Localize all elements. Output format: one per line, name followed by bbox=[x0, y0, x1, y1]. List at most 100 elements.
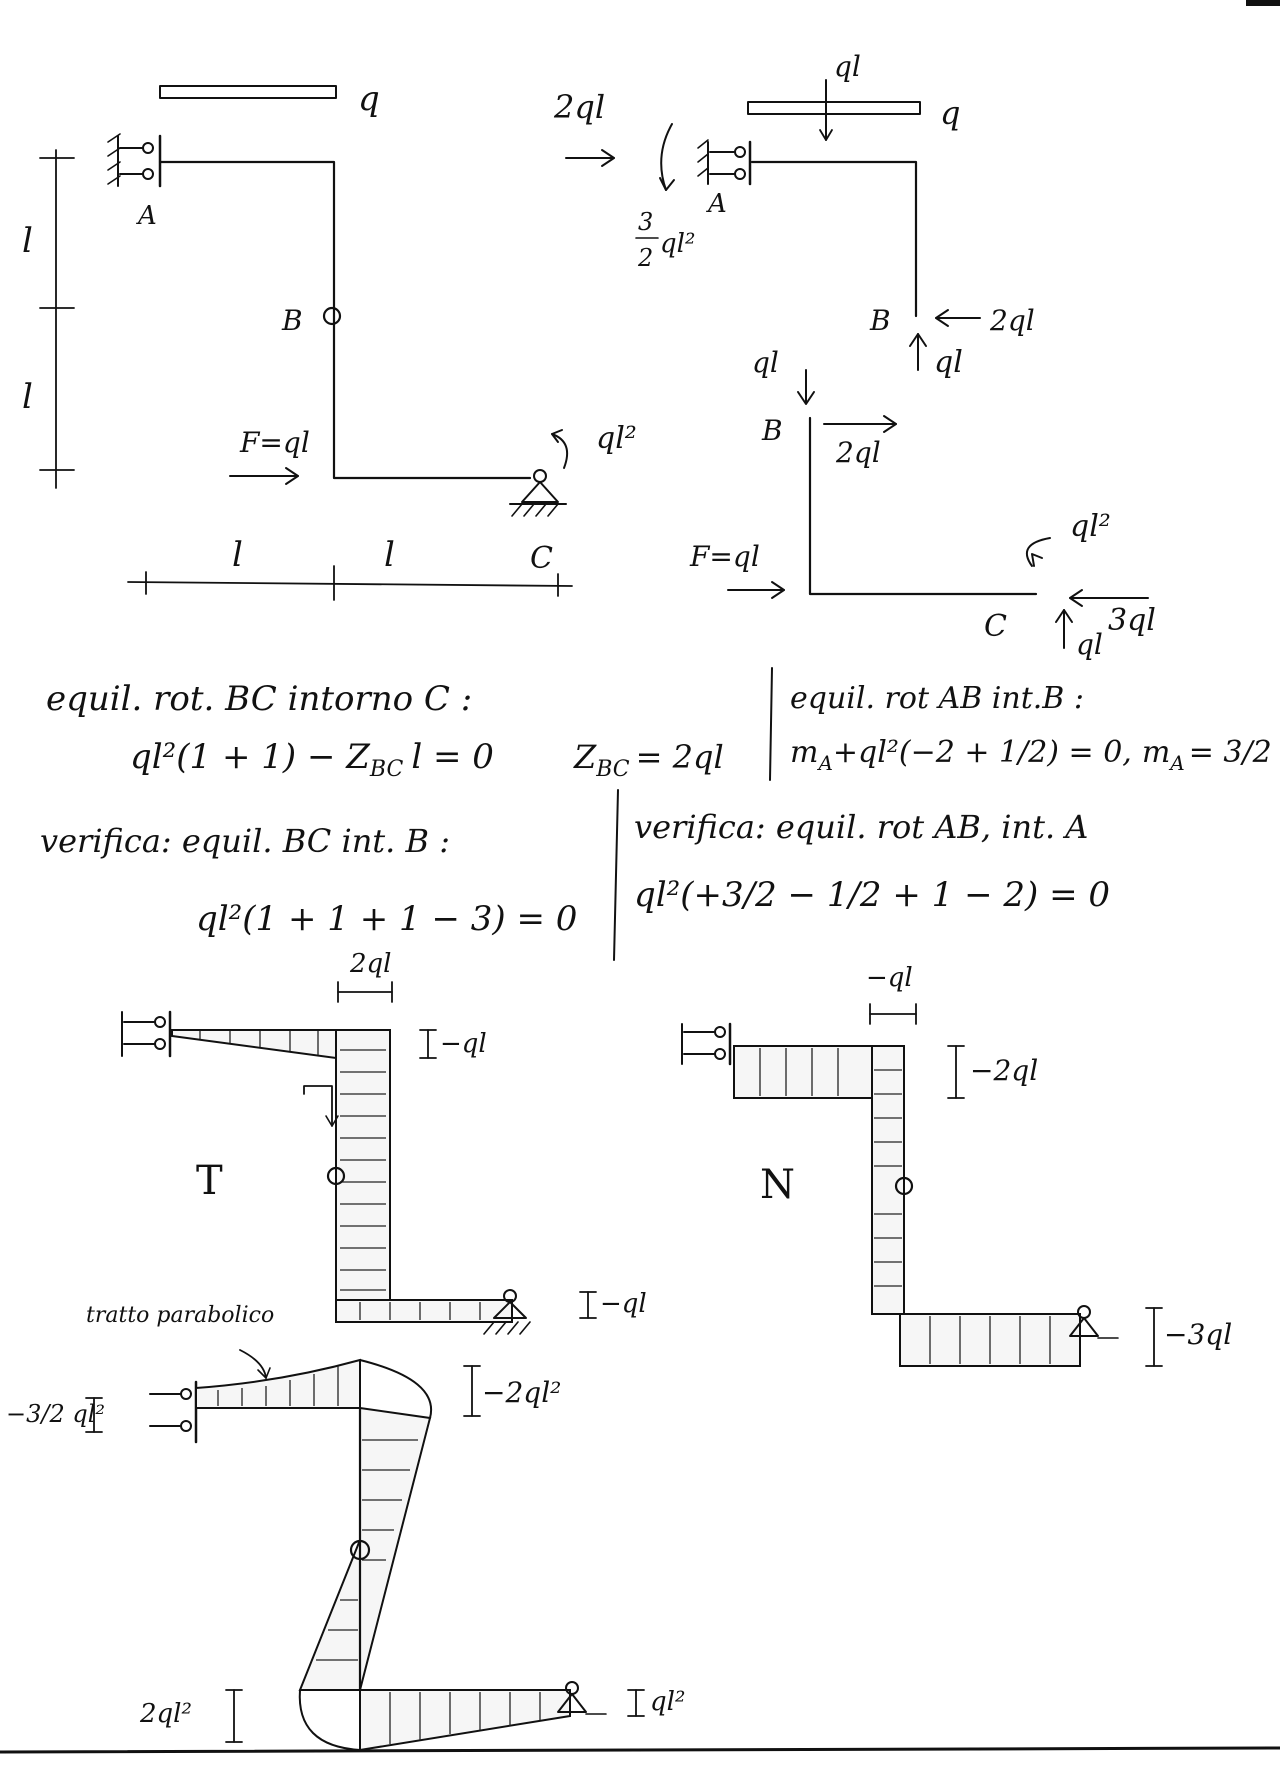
M-support-C bbox=[557, 1681, 607, 1715]
label-C: C bbox=[530, 541, 553, 576]
N-label-top: −2ql bbox=[970, 1054, 1038, 1087]
structure-left: q A B C ql² F=ql bbox=[22, 79, 637, 601]
T-label-bottom: −ql bbox=[600, 1289, 647, 1319]
eq4-body: ql²(+3/2 − 1/2 + 1 − 2) = 0 bbox=[634, 875, 1110, 915]
N-hinge bbox=[894, 1176, 914, 1196]
free-body-AB: 2ql 3 2 ql² A q ql B 2ql ql bbox=[553, 50, 1035, 380]
label-q-fbd: q bbox=[940, 94, 960, 132]
eq2-title: equil. rot AB int.B : bbox=[790, 681, 1084, 716]
label-A: A bbox=[136, 201, 157, 231]
moment-diagram-M: tratto parabolico bbox=[6, 1303, 685, 1752]
T-fill-AB bbox=[171, 1029, 337, 1060]
separator-bottom bbox=[613, 789, 619, 961]
label-resultant-ql: ql bbox=[834, 50, 861, 83]
moment-arrow-C-fbd bbox=[1026, 537, 1051, 567]
dim-l-right: l bbox=[384, 535, 395, 575]
label-F: F=ql bbox=[239, 426, 310, 459]
N-support-C bbox=[1069, 1305, 1119, 1339]
dim-l-upper: l bbox=[22, 221, 33, 261]
label-q: q bbox=[358, 79, 380, 119]
label-3ql-C: 3ql bbox=[1108, 603, 1156, 638]
T-label-2ql: 2ql bbox=[349, 949, 392, 979]
hinge-B bbox=[322, 306, 342, 326]
eq1-title: equil. rot. BC intorno C : bbox=[46, 679, 472, 719]
M-fill-BC bbox=[359, 1689, 571, 1752]
M-label-left: −3/2 ql² bbox=[6, 1400, 105, 1428]
roller-support-T bbox=[121, 1010, 172, 1058]
N-label-ql: −ql bbox=[866, 963, 913, 993]
M-curve-corner bbox=[359, 1359, 433, 1419]
T-label-top: −ql bbox=[440, 1029, 487, 1059]
moment-arrow-A bbox=[660, 123, 673, 191]
M-fill-upper bbox=[359, 1406, 432, 1691]
dim-l-lower: l bbox=[22, 377, 33, 417]
moment-A-num: 3 bbox=[638, 208, 653, 236]
dimension-horizontal bbox=[127, 565, 573, 601]
T-sign-arrows bbox=[303, 1085, 333, 1127]
M-fill-lower bbox=[298, 1539, 361, 1691]
label-2ql-B-lower: 2ql bbox=[835, 436, 881, 469]
label-C-fbd: C bbox=[984, 609, 1007, 644]
shear-diagram-T: T 2ql −ql −ql bbox=[121, 949, 647, 1335]
label-A-fbd: A bbox=[706, 189, 727, 219]
member-BC bbox=[808, 416, 1038, 596]
M-fill-AB bbox=[195, 1358, 361, 1409]
distributed-load-q-fbd bbox=[747, 101, 921, 115]
N-label-bottom: −3ql bbox=[1164, 1318, 1232, 1351]
dim-l-left: l bbox=[232, 535, 243, 575]
label-B: B bbox=[281, 304, 303, 337]
pin-support-C bbox=[509, 469, 567, 517]
label-B-lower: B bbox=[761, 414, 783, 447]
roller-support-A-fbd bbox=[697, 139, 752, 186]
moment-arrow-C bbox=[551, 433, 568, 469]
separator-top bbox=[769, 667, 773, 781]
T-title: T bbox=[196, 1158, 223, 1204]
equations-block: equil. rot. BC intorno C : ql²(1 + 1) − … bbox=[40, 667, 1272, 961]
M-label-br: ql² bbox=[650, 1687, 685, 1717]
eq4-title: verifica: equil. rot AB, int. A bbox=[634, 808, 1088, 846]
M-note: tratto parabolico bbox=[86, 1303, 274, 1328]
dimension-vertical bbox=[39, 149, 75, 489]
label-2ql-A: 2ql bbox=[553, 88, 605, 126]
M-hinge bbox=[349, 1539, 371, 1561]
label-2ql-B-upper: 2ql bbox=[989, 304, 1035, 337]
T-support-C bbox=[483, 1289, 531, 1335]
label-F-fbd: F=ql bbox=[689, 540, 760, 573]
T-scale-2ql bbox=[337, 981, 393, 1003]
moment-A-tail: ql² bbox=[660, 229, 695, 259]
roller-support-N bbox=[681, 1022, 732, 1066]
free-body-BC: ql B 2ql F=ql ql² C ql 3ql bbox=[689, 346, 1156, 661]
N-scale-ql bbox=[869, 1003, 917, 1025]
label-ql-B-lower: ql bbox=[752, 346, 779, 379]
page-bottom-edge bbox=[0, 1746, 1280, 1754]
member-AB bbox=[750, 160, 918, 318]
label-B-upper: B bbox=[869, 304, 891, 337]
T-fill-BC bbox=[335, 1299, 513, 1323]
roller-support-M bbox=[149, 1380, 198, 1444]
N-title: N bbox=[760, 1162, 795, 1208]
label-moment-C-fbd: ql² bbox=[1070, 509, 1111, 544]
frame-axis bbox=[158, 160, 532, 480]
eq3-body: ql²(1 + 1 + 1 − 3) = 0 bbox=[196, 899, 577, 939]
eq3-title: verifica: equil. BC int. B : bbox=[40, 822, 450, 860]
eq1-result: ZBC= 2ql bbox=[573, 738, 724, 782]
M-label-bl: 2ql² bbox=[139, 1699, 192, 1729]
M-curve-bottom bbox=[298, 1689, 361, 1751]
roller-support-A bbox=[107, 133, 162, 188]
page-corner-mark bbox=[1246, 0, 1280, 6]
T-hinge bbox=[326, 1166, 346, 1186]
label-ql-C: ql bbox=[1076, 628, 1103, 661]
axial-diagram-N: N −ql −2ql −3ql bbox=[681, 963, 1232, 1367]
label-ql-B-upper: ql bbox=[934, 345, 963, 380]
M-note-arrow bbox=[239, 1349, 267, 1379]
N-fill-AB bbox=[733, 1045, 873, 1099]
eq2-body: mA+ql²(−2 + 1/2) = 0,mA= 3/2 bbox=[790, 735, 1272, 775]
moment-A-den: 2 bbox=[637, 244, 653, 272]
label-moment-C: ql² bbox=[596, 421, 637, 456]
M-label-top: −2ql² bbox=[482, 1376, 561, 1409]
T-fill-vertical bbox=[335, 1029, 391, 1301]
distributed-load-q bbox=[159, 85, 337, 99]
